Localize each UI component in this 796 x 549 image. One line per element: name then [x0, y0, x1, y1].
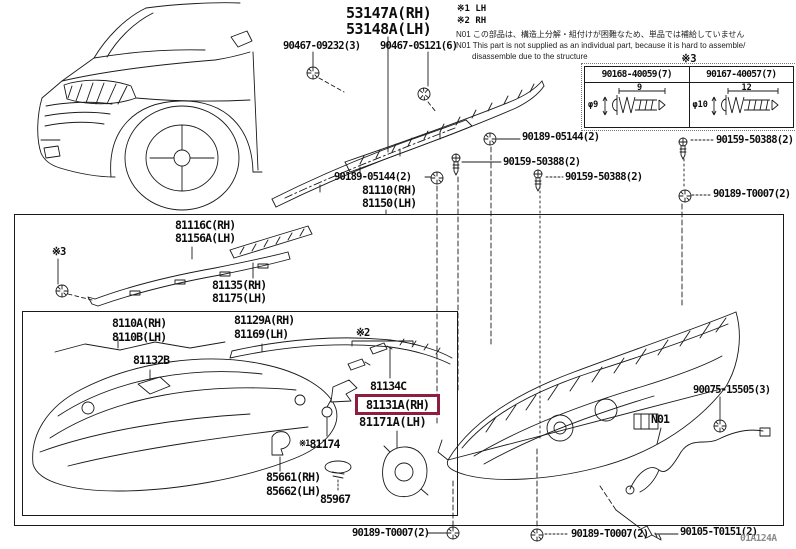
- fastener-90189-05144-left[interactable]: 90189-05144(2): [334, 171, 412, 183]
- part-81175-lh[interactable]: 81175(LH): [212, 291, 267, 305]
- main-assembly-frame: [14, 214, 784, 526]
- fastener-90189-t0007-bottom-left[interactable]: 90189-T0007(2): [352, 527, 430, 539]
- headlamp-unit-drawing: [32, 336, 453, 498]
- selected-part-highlight-box[interactable]: 81131A(RH): [355, 394, 440, 415]
- fastener-90189-t0007-bottom-mid[interactable]: 90189-T0007(2): [571, 528, 649, 540]
- screw-length-label: 12: [741, 83, 752, 93]
- sub-assembly-frame: [22, 311, 458, 516]
- part-85662-lh[interactable]: 85662(LH): [266, 484, 321, 498]
- note-n01-japanese: N01 この部品は、構造上分解・組付けが困難なため、単品では補給していません: [456, 30, 745, 39]
- screw-icon: [430, 171, 444, 185]
- screw-icon: [678, 189, 692, 203]
- assembly-title-rh[interactable]: 53147A(RH): [346, 4, 432, 22]
- screw-length-label: 9: [637, 83, 643, 93]
- note-n01-english-line2: disassemble due to the structure: [472, 52, 588, 61]
- note-marker2: ※2 RH: [457, 16, 487, 26]
- part-8110a-rh[interactable]: 8110A(RH): [112, 316, 167, 330]
- note-n01-english-line1: N01 This part is not supplied as an indi…: [456, 41, 746, 50]
- screw-size-diagram: [602, 88, 666, 116]
- screw-side-icon: [678, 137, 688, 160]
- part-81150-lh[interactable]: 81150(LH): [362, 196, 417, 210]
- figure-code-watermark: 01A124A: [740, 533, 777, 544]
- part-81131a-rh[interactable]: 81131A(RH): [365, 397, 430, 412]
- screw-size-diagram: [711, 88, 779, 116]
- part-81116c-rh[interactable]: 81116C(RH): [175, 218, 236, 232]
- part-81134c[interactable]: 81134C: [370, 379, 407, 393]
- headlamp-housing-drawing: [437, 311, 740, 480]
- part-81156a-lh[interactable]: 81156A(LH): [175, 231, 236, 245]
- part-81169-lh[interactable]: 81169(LH): [234, 327, 289, 341]
- part-81174[interactable]: ※181174: [299, 437, 340, 451]
- screw-icon: [483, 132, 497, 146]
- fastener-table-title: ※3: [681, 53, 697, 65]
- leader-lines: [385, 138, 715, 535]
- assembly-title-lh[interactable]: 53148A(LH): [346, 20, 432, 38]
- fastener-90189-t0007-right[interactable]: 90189-T0007(2): [713, 188, 791, 200]
- fastener-90159-50388-low[interactable]: 90159-50388(2): [565, 171, 643, 183]
- fastener-90159-50388-mid[interactable]: 90159-50388(2): [503, 156, 581, 168]
- fastener-90159-50388-right[interactable]: 90159-50388(2): [716, 134, 794, 146]
- fastener-90189-05144-top[interactable]: 90189-05144(2): [522, 131, 600, 143]
- fastener-90075-15505[interactable]: 90075-15505(3): [693, 384, 771, 396]
- retainer-bracket-drawing: [57, 225, 313, 307]
- fastener-table-part-number[interactable]: 90167-40057(7): [689, 67, 793, 83]
- fastener-90467-09232[interactable]: 90467-09232(3): [283, 40, 361, 52]
- fastener-size-table: ※3 90168-40059(7) 9 φ9 90167-4005: [581, 53, 796, 131]
- screw-icon: [446, 526, 460, 540]
- fastener-90105-t0151[interactable]: 90105-T0151(2): [680, 526, 758, 538]
- part-81132b[interactable]: 81132B: [133, 353, 170, 367]
- fastener-90467-0s121[interactable]: 90467-0S121(6): [380, 40, 458, 52]
- marker-2-callout: ※2: [356, 327, 370, 339]
- screw-diameter-label: φ9: [588, 100, 599, 110]
- note-marker1: ※1 LH: [457, 4, 487, 14]
- part-n01-callout: N01: [651, 412, 670, 426]
- part-81110-rh[interactable]: 81110(RH): [362, 183, 417, 197]
- part-8110b-lh[interactable]: 8110B(LH): [112, 330, 167, 344]
- car-sketch: [37, 2, 263, 211]
- marker-1-inline: ※1: [299, 439, 310, 449]
- screw-icon: [415, 85, 433, 103]
- screw-icon: [530, 528, 544, 542]
- screw-side-icon: [451, 153, 461, 176]
- screw-icon: [306, 66, 320, 80]
- bolt-icon: [640, 525, 662, 541]
- part-81171a-lh[interactable]: 81171A(LH): [359, 415, 427, 429]
- part-81135-rh[interactable]: 81135(RH): [212, 278, 267, 292]
- part-85967[interactable]: 85967: [320, 492, 351, 506]
- fastener-table-cell-1: 90168-40059(7) 9 φ9: [585, 67, 690, 127]
- wire-harness-drawing: [625, 396, 771, 495]
- marker-3-callout: ※3: [52, 246, 66, 258]
- screw-diameter-label: φ10: [692, 100, 708, 110]
- part-81129a-rh[interactable]: 81129A(RH): [234, 313, 295, 327]
- fastener-table-cell-2: 90167-40057(7) 12 φ10: [689, 67, 793, 127]
- screw-side-icon: [533, 169, 543, 192]
- part-85661-rh[interactable]: 85661(RH): [266, 470, 321, 484]
- fastener-table-part-number[interactable]: 90168-40059(7): [585, 67, 689, 83]
- fender-molding-drawing: [271, 36, 545, 208]
